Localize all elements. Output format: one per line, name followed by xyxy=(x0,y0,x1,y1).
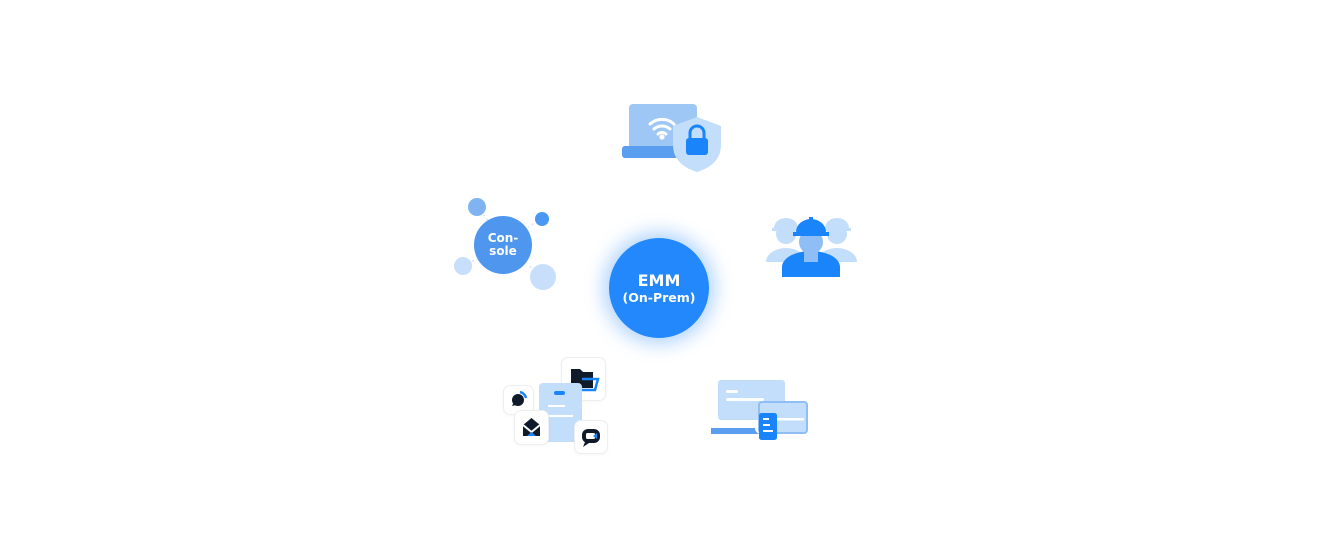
console-connector-lines xyxy=(462,206,544,278)
video-chat-app-tile xyxy=(574,420,608,454)
console-bubble-small xyxy=(535,212,549,226)
emm-hub: EMM (On-Prem) xyxy=(609,238,709,338)
network-security-node xyxy=(620,100,725,175)
doc-line-accent xyxy=(554,391,565,395)
console-node xyxy=(450,195,560,295)
doc-line xyxy=(548,415,573,417)
mail-envelope-icon xyxy=(522,418,541,436)
console-bubble-small xyxy=(468,198,486,216)
video-chat-icon xyxy=(582,429,600,447)
console-bubble-small xyxy=(530,264,556,290)
console-bubble: Con- sole xyxy=(474,216,532,274)
hub-subtitle: (On-Prem) xyxy=(622,289,696,305)
workforce-node xyxy=(764,210,859,280)
apps-node xyxy=(500,355,610,455)
hub-title: EMM xyxy=(637,270,681,290)
folder-app-tile xyxy=(561,357,606,401)
chat-bubble-icon xyxy=(512,390,528,406)
doc-line xyxy=(548,405,565,407)
devices-node xyxy=(709,378,811,443)
laptop-wifi-shield-lock-icon xyxy=(622,104,721,172)
laptop-tablet-phone-icon xyxy=(711,380,808,440)
console-bubble-small xyxy=(454,257,472,275)
console-label-line2: sole xyxy=(489,244,517,258)
console-label-line1: Con- xyxy=(487,231,519,245)
hardhat-workers-icon xyxy=(766,217,857,277)
mail-app-tile xyxy=(514,410,549,445)
